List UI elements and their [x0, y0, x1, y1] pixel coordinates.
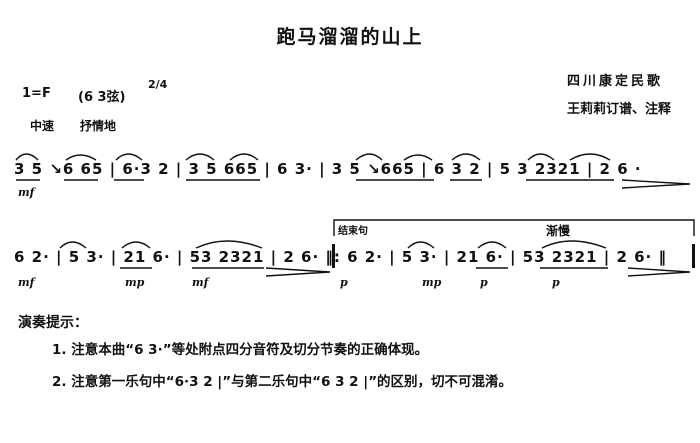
dynamic-mp: mp	[422, 276, 442, 289]
slur-mark	[541, 240, 607, 249]
slur-mark	[355, 153, 383, 161]
slur-mark	[15, 153, 39, 161]
tempo-marking: 中速	[30, 119, 55, 133]
ritard-marking: 渐慢	[546, 224, 571, 238]
hint-item-1: 1. 注意本曲“6 3·”等处附点四分音符及切分节奏的正确体现。	[52, 342, 429, 358]
dynamic-mp: mp	[125, 276, 145, 289]
dynamic-mf: mf	[18, 186, 35, 199]
hairpin-mark	[621, 179, 691, 189]
hairpin-mark	[265, 267, 331, 277]
repeat-barline	[332, 244, 335, 268]
hint-item-2: 2. 注意第一乐句中“6·3 2 |”与第二乐句中“6 3 2 |”的区别，切不…	[52, 374, 513, 390]
source-credit: 四川康定民歌	[567, 74, 664, 89]
slur-mark	[185, 153, 215, 161]
slur-mark	[477, 241, 507, 249]
slur-mark	[65, 154, 97, 161]
slur-mark	[121, 241, 151, 249]
hints-heading: 演奏提示：	[18, 315, 88, 331]
slur-mark	[451, 153, 481, 161]
slur-mark	[115, 153, 143, 161]
slur-mark	[403, 154, 433, 161]
expression-marking: 抒情地	[80, 119, 117, 133]
slur-mark	[59, 241, 87, 249]
slur-mark	[407, 241, 435, 249]
dynamic-mf: mf	[18, 276, 35, 289]
tuning: (6 3弦)	[78, 90, 126, 105]
key-signature: 1=F	[22, 86, 51, 101]
ending-label: 结束句	[338, 226, 368, 237]
time-signature: 2/4	[148, 78, 168, 91]
slur-mark	[195, 240, 263, 249]
score-line-1: 3 5 ↘6 65 | 6·3 2 | 3 5 665 | 6 3· | 3 5…	[14, 160, 642, 178]
slur-mark	[527, 153, 555, 161]
hairpin-mark	[627, 267, 691, 277]
dynamic-p: p	[480, 276, 488, 289]
dynamic-p: p	[340, 276, 348, 289]
slur-mark	[569, 153, 611, 161]
page-title: 跑马溜溜的山上	[276, 26, 424, 48]
ending-bracket	[333, 219, 695, 236]
final-barline	[692, 244, 695, 268]
score-line-2: 6 2· | 5 3· | 21 6· | 53 2321 | 2 6· ‖: …	[14, 248, 667, 266]
dynamic-mf: mf	[192, 276, 209, 289]
slur-mark	[229, 153, 259, 161]
arranger-credit: 王莉莉订谱、注释	[567, 102, 672, 117]
dynamic-p: p	[552, 276, 560, 289]
